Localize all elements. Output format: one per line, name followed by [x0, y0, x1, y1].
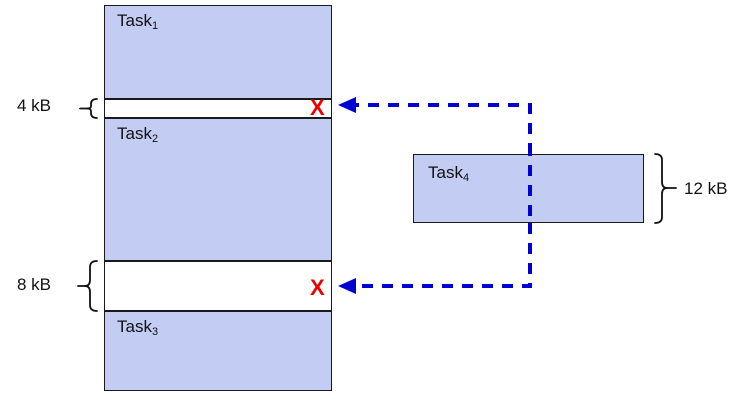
arrow-to-8kb-gap — [350, 223, 532, 288]
memory-block-task3: Task3 — [104, 311, 332, 391]
incoming-task4-label: Task4 — [428, 163, 470, 184]
memory-block-free-4kb — [104, 99, 332, 118]
task1-label-text: Task — [117, 11, 152, 30]
memory-block-free-8kb — [104, 261, 332, 311]
brace-8kb — [77, 260, 98, 312]
memory-block-task2-label: Task2 — [117, 124, 159, 145]
size-label-4kb: 4 kB — [17, 96, 52, 115]
size-label-12kb: 12 kB — [684, 179, 728, 198]
reject-mark-4kb-icon: X — [310, 95, 325, 120]
task4-label-subscript: 4 — [462, 172, 470, 184]
task4-label-text: Task — [428, 163, 463, 182]
task2-label-subscript: 2 — [151, 133, 159, 145]
reject-mark-8kb-icon: X — [310, 275, 325, 300]
task3-label-text: Task — [117, 317, 152, 336]
memory-block-task3-label: Task3 — [117, 317, 159, 338]
incoming-task4-box: Task4 — [413, 154, 644, 223]
arrow-to-4kb-gap — [350, 103, 532, 154]
task1-label-subscript: 1 — [151, 20, 159, 32]
task3-label-subscript: 3 — [151, 326, 159, 338]
task2-label-text: Task — [117, 124, 152, 143]
memory-block-task1-label: Task1 — [117, 11, 159, 32]
memory-block-task1: Task1 — [104, 5, 332, 99]
size-label-8kb: 8 kB — [17, 275, 52, 294]
brace-4kb — [79, 98, 98, 119]
arrow-to-4kb-gap-head — [338, 97, 356, 113]
brace-12kb — [654, 153, 677, 224]
memory-block-task2: Task2 — [104, 118, 332, 261]
arrow-to-8kb-gap-head — [338, 278, 356, 294]
memory-column: Task1 Task2 Task3 — [104, 5, 332, 391]
